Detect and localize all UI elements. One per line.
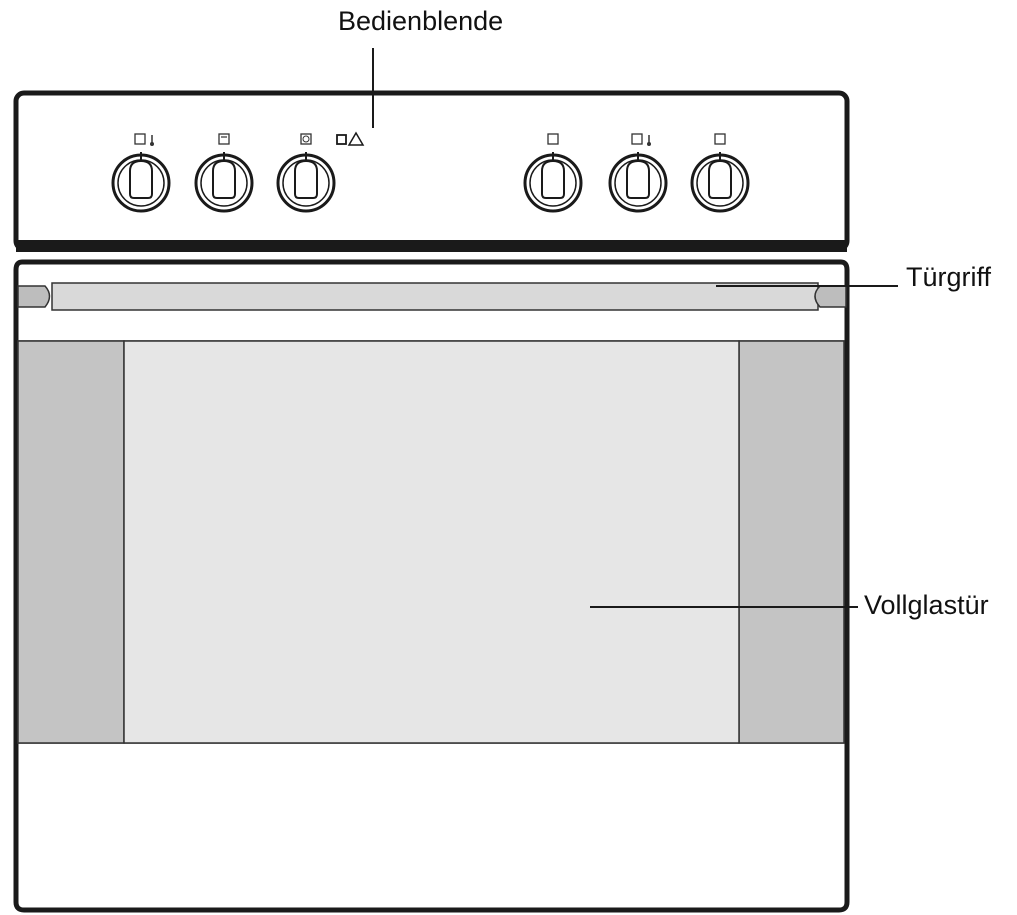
oven-function-icon <box>218 133 230 145</box>
knob-3[interactable] <box>276 152 336 213</box>
handle-bar <box>51 282 819 311</box>
glass-side-panel-right <box>738 340 845 744</box>
glass-side-panel-left <box>17 340 125 744</box>
knob-1[interactable] <box>111 152 171 213</box>
door-handle[interactable] <box>17 282 847 311</box>
knob-2[interactable] <box>194 152 254 213</box>
warning-triangle-icon <box>347 131 365 146</box>
control-panel-label: Bedienblende <box>338 6 504 36</box>
knob-4[interactable] <box>523 152 583 213</box>
hotplate-icon <box>547 133 559 145</box>
glass-door-label: Vollglastür <box>864 590 989 620</box>
glass-window <box>123 340 740 744</box>
hotplate-icon <box>714 133 726 145</box>
control-panel-bottom-edge <box>16 240 847 252</box>
knob-6[interactable] <box>690 152 750 213</box>
hotplate-temperature-icon <box>631 133 651 146</box>
timer-icon <box>300 133 312 145</box>
power-indicator-icon <box>336 134 347 145</box>
knob-5[interactable] <box>608 152 668 213</box>
handle-right-mount <box>814 285 847 308</box>
handle-left-mount <box>17 285 51 308</box>
door-handle-label: Türgriff <box>906 262 992 292</box>
oven-temperature-icon <box>134 133 154 146</box>
